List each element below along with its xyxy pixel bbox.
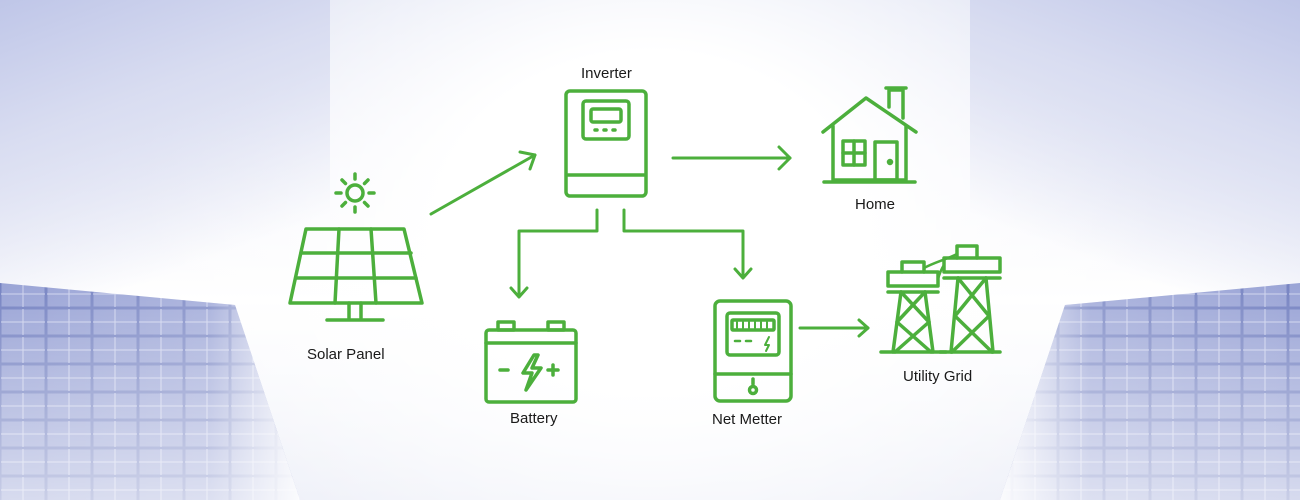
arrow-net-meter-to-grid [798,318,870,338]
home-icon [821,86,918,184]
utility-grid-label: Utility Grid [903,368,973,385]
inverter-label: Inverter [581,65,632,82]
home-label: Home [855,196,896,213]
right-solar-array [1000,283,1300,500]
arrow-solar-to-inverter [429,150,537,216]
solar-panel-label: Solar Panel [307,346,385,363]
battery-label: Battery [510,410,558,427]
net-meter-label: Net Metter [712,411,783,428]
net-meter-icon [713,299,793,403]
left-solar-array [0,283,300,500]
solar-panel-icon [288,172,424,322]
sky-left [0,0,330,300]
inverter-icon [564,89,648,198]
arrow-inverter-to-net-meter [622,208,753,280]
sky-right [970,0,1300,300]
battery-icon [484,320,578,404]
flow-arrows [429,145,870,338]
arrow-inverter-to-home [671,145,792,171]
arrow-inverter-to-battery [509,208,599,299]
utility-grid-icon [879,244,1002,354]
